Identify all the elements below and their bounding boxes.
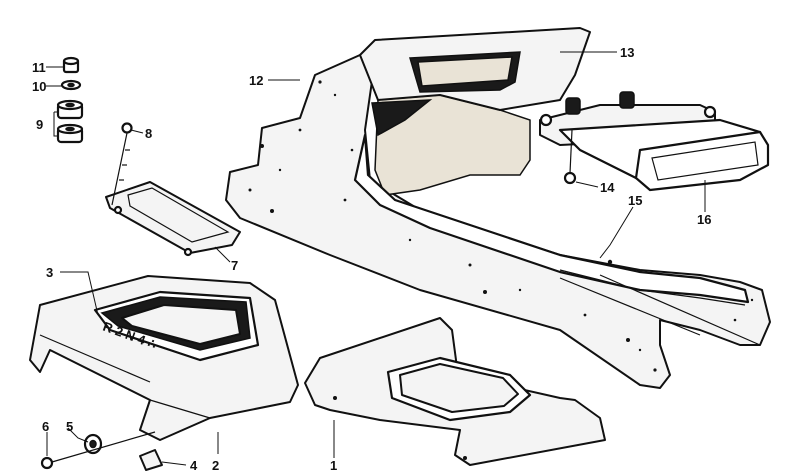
clip-part-4 — [139, 449, 163, 471]
callout-11: 11 — [32, 60, 46, 75]
callout-14: 14 — [600, 180, 615, 195]
callout-9: 9 — [36, 117, 43, 132]
console-top-tray-part-13 — [359, 27, 591, 111]
bushing-stack-parts-9-10-11 — [56, 56, 84, 144]
callout-7: 7 — [231, 258, 238, 273]
callout-10: 10 — [32, 79, 46, 94]
screw-part-14 — [563, 129, 577, 185]
console-body-part-12 — [225, 54, 771, 389]
callout-2: 2 — [212, 458, 219, 473]
screw-part-6 — [40, 431, 156, 470]
callout-4: 4 — [190, 458, 198, 473]
screw-part-8 — [111, 122, 133, 206]
callout-5: 5 — [66, 419, 73, 434]
callout-1: 1 — [330, 458, 337, 473]
callout-12: 12 — [249, 73, 263, 88]
callout-8: 8 — [145, 126, 152, 141]
callout-13: 13 — [620, 45, 634, 60]
radio-tray-part-16 — [539, 91, 770, 192]
trim-cover-part-7 — [105, 181, 241, 257]
shift-surround-part-2: R 2 N 4 ∴ — [29, 275, 299, 441]
callout-6: 6 — [42, 419, 49, 434]
callout-3: 3 — [46, 265, 53, 280]
lower-console-part-1 — [304, 317, 606, 466]
callout-15: 15 — [628, 193, 642, 208]
console-body-texture — [248, 80, 754, 372]
callout-16: 16 — [697, 212, 711, 227]
leader-lines — [46, 51, 706, 466]
callout-labels: 1 2 3 4 5 6 7 8 9 10 11 12 13 14 15 16 — [32, 45, 711, 473]
